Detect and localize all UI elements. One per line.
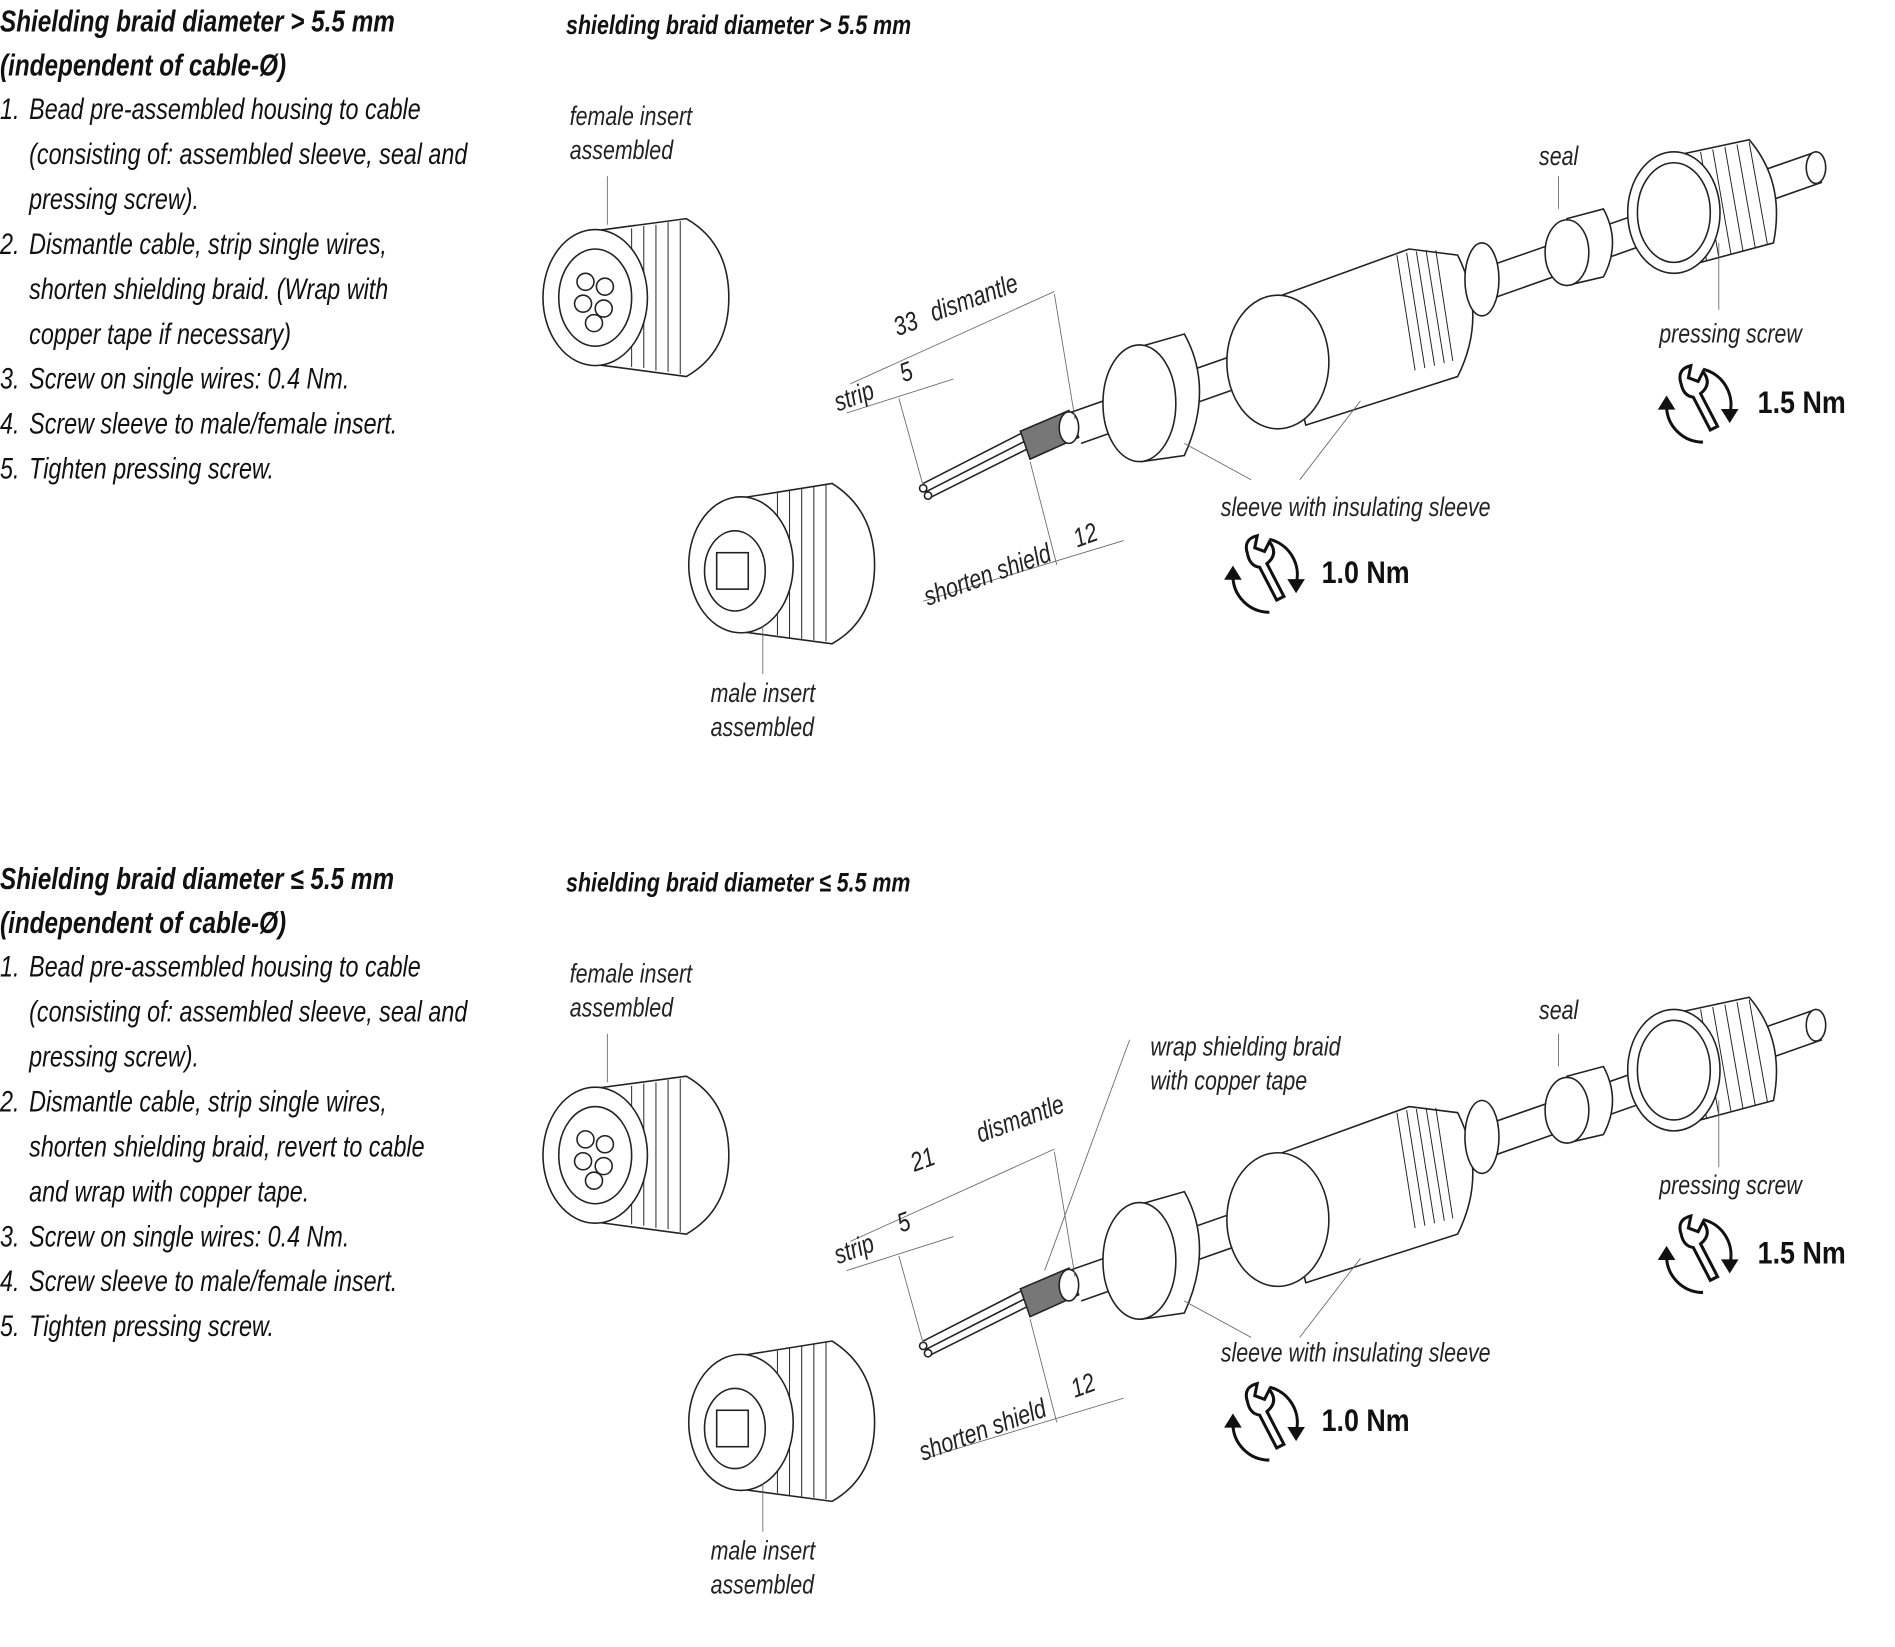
label-pressing-screw: pressing screw (1659, 318, 1802, 349)
step-2: 2. Dismantle cable, strip single wires, (0, 1080, 387, 1125)
step-2-cont: copper tape if necessary) (29, 318, 292, 352)
step-5: 5. Tighten pressing screw. (0, 447, 274, 492)
step-number: 3. (0, 363, 20, 396)
section-subheading: (independent of cable-Ø) (0, 48, 287, 83)
step-1-cont: (consisting of: assembled sleeve, seal a… (29, 996, 468, 1029)
label-male-insert: male insert (710, 677, 816, 709)
torque-wrench-icon (1658, 364, 1738, 444)
step-4: 4. Screw sleeve to male/female insert. (0, 402, 397, 447)
label-female-insert: female insert (569, 958, 693, 989)
step-number: 2. (0, 1085, 20, 1119)
label-male-insert: male insert (710, 1535, 816, 1566)
step-text: Tighten pressing screw. (29, 453, 274, 486)
step-number: 1. (0, 951, 20, 984)
diagram-title: shielding braid diameter ≤ 5.5 mm (566, 867, 911, 898)
step-text: Screw on single wires: 0.4 Nm. (29, 363, 350, 396)
step-number: 5. (0, 1310, 20, 1344)
step-4: 4. Screw sleeve to male/female insert. (0, 1260, 397, 1305)
diagram-title: shielding braid diameter > 5.5 mm (566, 9, 912, 41)
torque-wrench-icon (1225, 1382, 1304, 1462)
step-2: 2. Dismantle cable, strip single wires, (0, 222, 387, 267)
connector-assembly-drawing (542, 996, 1827, 1533)
step-text: Dismantle cable, strip single wires, (29, 1085, 387, 1119)
section-heading: Shielding braid diameter ≤ 5.5 mm (0, 862, 395, 897)
label-wrap-copper-tape: wrap shielding braid (1150, 1031, 1341, 1062)
step-number: 2. (0, 228, 20, 262)
step-1-cont: (consisting of: assembled sleeve, seal a… (29, 138, 468, 172)
step-2-cont: shorten shielding braid, revert to cable (29, 1130, 425, 1164)
step-number: 3. (0, 1220, 20, 1254)
step-text: Dismantle cable, strip single wires, (29, 228, 387, 262)
step-2-cont: and wrap with copper tape. (29, 1175, 310, 1209)
step-2-cont: shorten shielding braid. (Wrap with (29, 273, 389, 307)
label-wrap-copper-tape-2: with copper tape (1150, 1065, 1308, 1096)
torque-sleeve: 1.0 Nm (1321, 1401, 1410, 1439)
step-1-cont: pressing screw). (29, 1040, 199, 1074)
label-female-insert: female insert (569, 100, 693, 132)
step-text: Bead pre-assembled housing to cable (29, 951, 421, 984)
label-female-insert-2: assembled (569, 134, 674, 166)
label-seal: seal (1539, 140, 1579, 172)
connector-assembly-drawing (542, 138, 1827, 675)
section-large-braid: Shielding braid diameter > 5.5 mm (indep… (0, 0, 1895, 790)
step-text: Screw sleeve to male/female insert. (29, 408, 398, 441)
step-number: 4. (0, 1265, 20, 1299)
label-sleeve: sleeve with insulating sleeve (1220, 1337, 1491, 1368)
label-pressing-screw: pressing screw (1659, 1169, 1802, 1201)
step-1: 1. Bead pre-assembled housing to cable (0, 87, 421, 132)
step-1-cont: pressing screw). (29, 183, 199, 217)
step-text: Bead pre-assembled housing to cable (29, 93, 421, 127)
step-1: 1. Bead pre-assembled housing to cable (0, 945, 421, 990)
label-seal: seal (1539, 994, 1579, 1026)
step-5: 5. Tighten pressing screw. (0, 1305, 274, 1350)
section-heading: Shielding braid diameter > 5.5 mm (0, 4, 395, 39)
label-sleeve: sleeve with insulating sleeve (1220, 491, 1491, 523)
section-small-braid: Shielding braid diameter ≤ 5.5 mm (indep… (0, 858, 1895, 1647)
torque-wrench-icon (1225, 534, 1304, 614)
section-subheading: (independent of cable-Ø) (0, 906, 287, 941)
torque-pressing-screw: 1.5 Nm (1757, 1234, 1846, 1271)
step-number: 1. (0, 93, 20, 127)
step-number: 4. (0, 408, 20, 441)
torque-wrench-icon (1658, 1214, 1738, 1294)
step-text: Screw on single wires: 0.4 Nm. (29, 1220, 350, 1254)
step-text: Tighten pressing screw. (29, 1310, 274, 1344)
step-text: Screw sleeve to male/female insert. (29, 1265, 398, 1299)
step-3: 3. Screw on single wires: 0.4 Nm. (0, 1215, 349, 1260)
torque-pressing-screw: 1.5 Nm (1757, 383, 1846, 421)
label-female-insert-2: assembled (569, 992, 674, 1023)
label-male-insert-2: assembled (710, 711, 814, 743)
label-male-insert-2: assembled (710, 1569, 814, 1600)
step-number: 5. (0, 453, 20, 486)
torque-sleeve: 1.0 Nm (1321, 553, 1410, 591)
step-3: 3. Screw on single wires: 0.4 Nm. (0, 357, 349, 402)
